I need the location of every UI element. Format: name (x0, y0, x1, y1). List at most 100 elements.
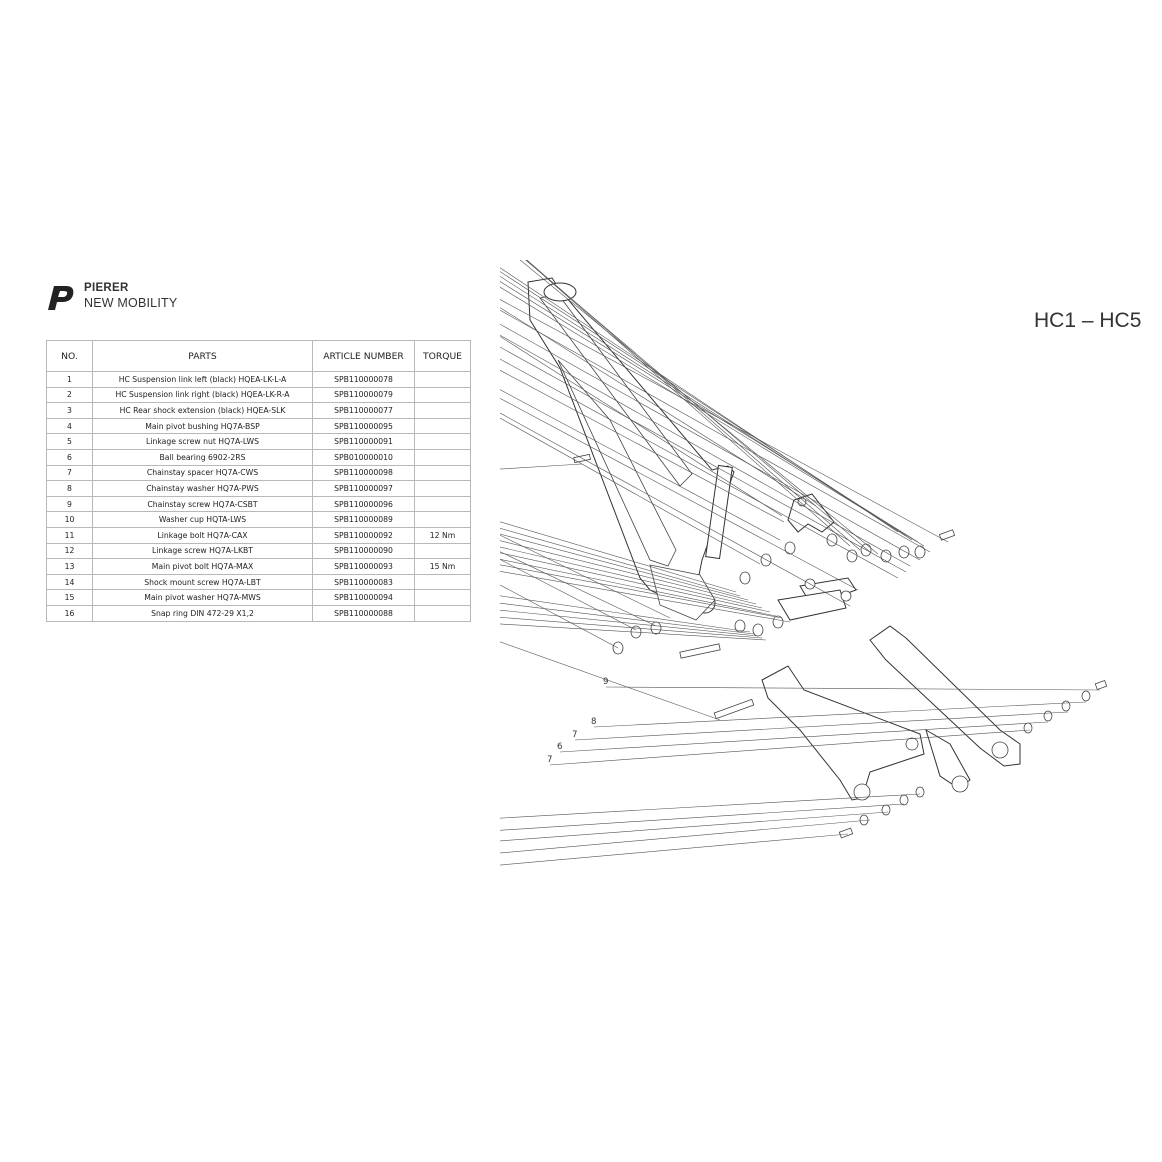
cell-part: Main pivot washer HQ7A-MWS (92, 589, 313, 606)
callout-leader-line (500, 540, 757, 605)
cell-part: Washer cup HQTA-LWS (92, 511, 313, 528)
cell-torque (414, 402, 471, 419)
callout-leader-line (500, 803, 905, 831)
hardware-washers (612, 533, 1091, 826)
cell-part: Chainstay screw HQ7A-CSBT (92, 495, 313, 513)
cell-part: Main pivot bushing HQ7A-BSP (92, 417, 313, 435)
callout-leader-line (500, 389, 781, 541)
callout-leader-line (500, 271, 907, 537)
callout-leader-line (500, 527, 741, 597)
callout-leader-line (500, 417, 761, 565)
cell-no: 1 (46, 371, 93, 388)
cell-no: 11 (46, 526, 93, 544)
callout-leader-line (500, 559, 637, 631)
cell-part: HC Suspension link left (black) HQEA-LK-… (92, 371, 313, 388)
cell-article-number: SPB110000093 (312, 558, 415, 575)
pierer-p-logo-icon (48, 286, 74, 310)
cell-part: Chainstay washer HQ7A-PWS (92, 480, 313, 497)
rear-shock-extension (787, 493, 835, 533)
cell-torque: 12 Nm (414, 526, 471, 544)
callout-leader-line (500, 564, 783, 619)
callout-leader-line (500, 323, 921, 561)
cell-torque (414, 495, 471, 513)
callout-leader-line (605, 686, 1101, 691)
brand-name: PIERER (84, 282, 129, 294)
callout-leader-line (525, 260, 851, 547)
callout-leader-line (559, 721, 1049, 753)
cell-no: 15 (46, 589, 93, 606)
callout-leader-line (549, 729, 1031, 766)
cell-torque (414, 589, 471, 606)
cell-article-number: SPB110000095 (312, 417, 415, 435)
cell-article-number: SPB110000094 (312, 589, 415, 606)
callout-leader-line (500, 275, 913, 541)
callout-leader-line (500, 793, 921, 819)
cell-no: 2 (46, 386, 93, 404)
callout-leader-line (500, 336, 783, 517)
cell-part: Ball bearing 6902-2RS (92, 448, 313, 466)
callout-leader-line (500, 533, 749, 601)
cell-torque (414, 433, 471, 450)
cell-no: 14 (46, 573, 93, 591)
callout-label: 7 (547, 755, 552, 765)
callout-leader-line (500, 623, 767, 641)
cell-article-number: SPB110000097 (312, 480, 415, 497)
cell-part: Main pivot bolt HQ7A-MAX (92, 558, 313, 575)
cell-no: 9 (46, 495, 93, 513)
cell-no: 10 (46, 511, 93, 528)
cell-no: 7 (46, 464, 93, 482)
callout-leader-line (525, 260, 871, 553)
callout-leader-line (500, 463, 583, 470)
callout-leader-line (500, 546, 763, 609)
cell-no: 8 (46, 480, 93, 497)
callout-leader-line (500, 334, 911, 567)
cell-torque (414, 464, 471, 482)
callout-leader-line (574, 711, 1069, 741)
callout-leader-line (500, 571, 791, 623)
callout-leader-line (500, 552, 771, 613)
cell-no: 6 (46, 448, 93, 466)
callout-leader-line (500, 309, 931, 553)
cell-part: Linkage screw nut HQ7A-LWS (92, 433, 313, 450)
cell-article-number: SPB110000096 (312, 495, 415, 513)
header-article-number: ARTICLE NUMBER (312, 340, 415, 372)
callout-leader-line (500, 559, 777, 617)
chainstay (761, 665, 925, 801)
cell-torque (414, 604, 471, 622)
hardware-bolts (573, 453, 1108, 839)
callout-leader-line (500, 819, 871, 854)
callout-leader-line (500, 534, 671, 619)
brand-subtitle: NEW MOBILITY (84, 296, 178, 310)
cell-article-number: SPB110000089 (312, 511, 415, 528)
callout-leader-line (519, 260, 879, 555)
cell-part: Shock mount screw HQ7A-LBT (92, 573, 313, 591)
cell-no: 3 (46, 402, 93, 419)
suspension-links (777, 577, 857, 621)
callout-label: 9 (603, 677, 608, 687)
cell-part: HC Suspension link right (black) HQEA-LK… (92, 386, 313, 404)
cell-torque (414, 417, 471, 435)
cell-article-number: SPB010000010 (312, 448, 415, 466)
cell-part: Linkage bolt HQ7A-CAX (92, 526, 313, 544)
callout-leader-line (500, 286, 925, 547)
seatstay (869, 625, 1021, 793)
cell-no: 12 (46, 542, 93, 560)
cell-torque (414, 386, 471, 404)
callout-leader-line (500, 551, 657, 627)
callout-label: 6 (557, 742, 562, 752)
cell-article-number: SPB110000090 (312, 542, 415, 560)
callout-label: 7 (572, 730, 577, 740)
table-header-row: NO. PARTS ARTICLE NUMBER TORQUE (46, 340, 471, 372)
